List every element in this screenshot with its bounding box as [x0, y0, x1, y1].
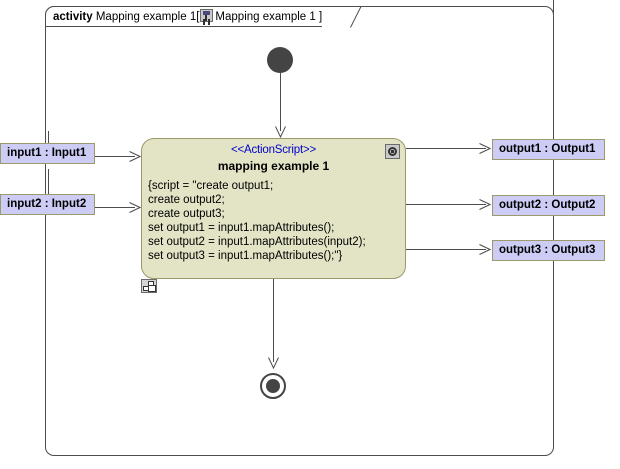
input-rail-top: [48, 131, 49, 148]
output-rail-1-2: [553, 160, 554, 195]
flow-input1-to-action: [95, 156, 135, 157]
frame-tab-corner: [350, 6, 362, 28]
output-rail-top: [553, 0, 554, 139]
action-script-body: {script = "create output1; create output…: [148, 180, 366, 262]
decomposition-rake-icon[interactable]: [141, 279, 157, 293]
frame-bracket-open: [: [196, 11, 200, 23]
initial-node: [267, 47, 293, 73]
flow-initial-to-action: [280, 73, 281, 131]
frame-keyword: activity: [53, 11, 93, 23]
activity-frame-header: activity Mapping example 1[Mapping examp…: [45, 6, 323, 27]
action-name: mapping example 1: [217, 159, 330, 173]
output-pin-1[interactable]: output1 : Output1: [492, 139, 605, 160]
flow-action-to-output2: [406, 204, 486, 205]
flow-input2-to-action: [95, 207, 135, 208]
action-stereotype: <<ActionScript>>: [230, 144, 317, 156]
frame-name: Mapping example 1: [95, 11, 197, 23]
arrowhead-input2: [129, 202, 141, 213]
output-pin-3[interactable]: output3 : Output3: [492, 240, 605, 261]
frame-bracket-close: ]: [319, 11, 323, 23]
input-pin-2[interactable]: input2 : Input2: [0, 194, 95, 215]
flow-action-to-final: [273, 279, 274, 362]
frame-diagram-ref: Mapping example 1: [215, 11, 316, 23]
output-pin-2[interactable]: output2 : Output2: [492, 195, 605, 216]
input-pin-1[interactable]: input1 : Input1: [0, 143, 95, 164]
arrowhead-into-action: [275, 126, 286, 138]
output-pin-3-label: output3 : Output3: [499, 244, 596, 256]
flow-action-to-output1: [406, 148, 486, 149]
activity-diagram-icon: [200, 9, 214, 22]
output-pin-2-label: output2 : Output2: [499, 199, 596, 211]
arrowhead-output1: [479, 143, 491, 154]
output-pin-1-label: output1 : Output1: [499, 143, 596, 155]
action-node-mapping-example-1[interactable]: <<ActionScript>> mapping example 1 {scri…: [141, 138, 406, 279]
input-pin-2-label: input2 : Input2: [7, 198, 87, 210]
output-rail-2-3: [553, 216, 554, 240]
arrowhead-output2: [479, 199, 491, 210]
input-pin-1-label: input1 : Input1: [7, 147, 87, 159]
input-rail-middle: [48, 169, 49, 195]
flow-action-to-output3: [406, 249, 486, 250]
arrowhead-input1: [129, 151, 141, 162]
arrowhead-into-final: [268, 357, 279, 369]
activity-final-node: [260, 373, 286, 399]
behavior-badge-icon[interactable]: [385, 144, 400, 159]
arrowhead-output3: [479, 244, 491, 255]
